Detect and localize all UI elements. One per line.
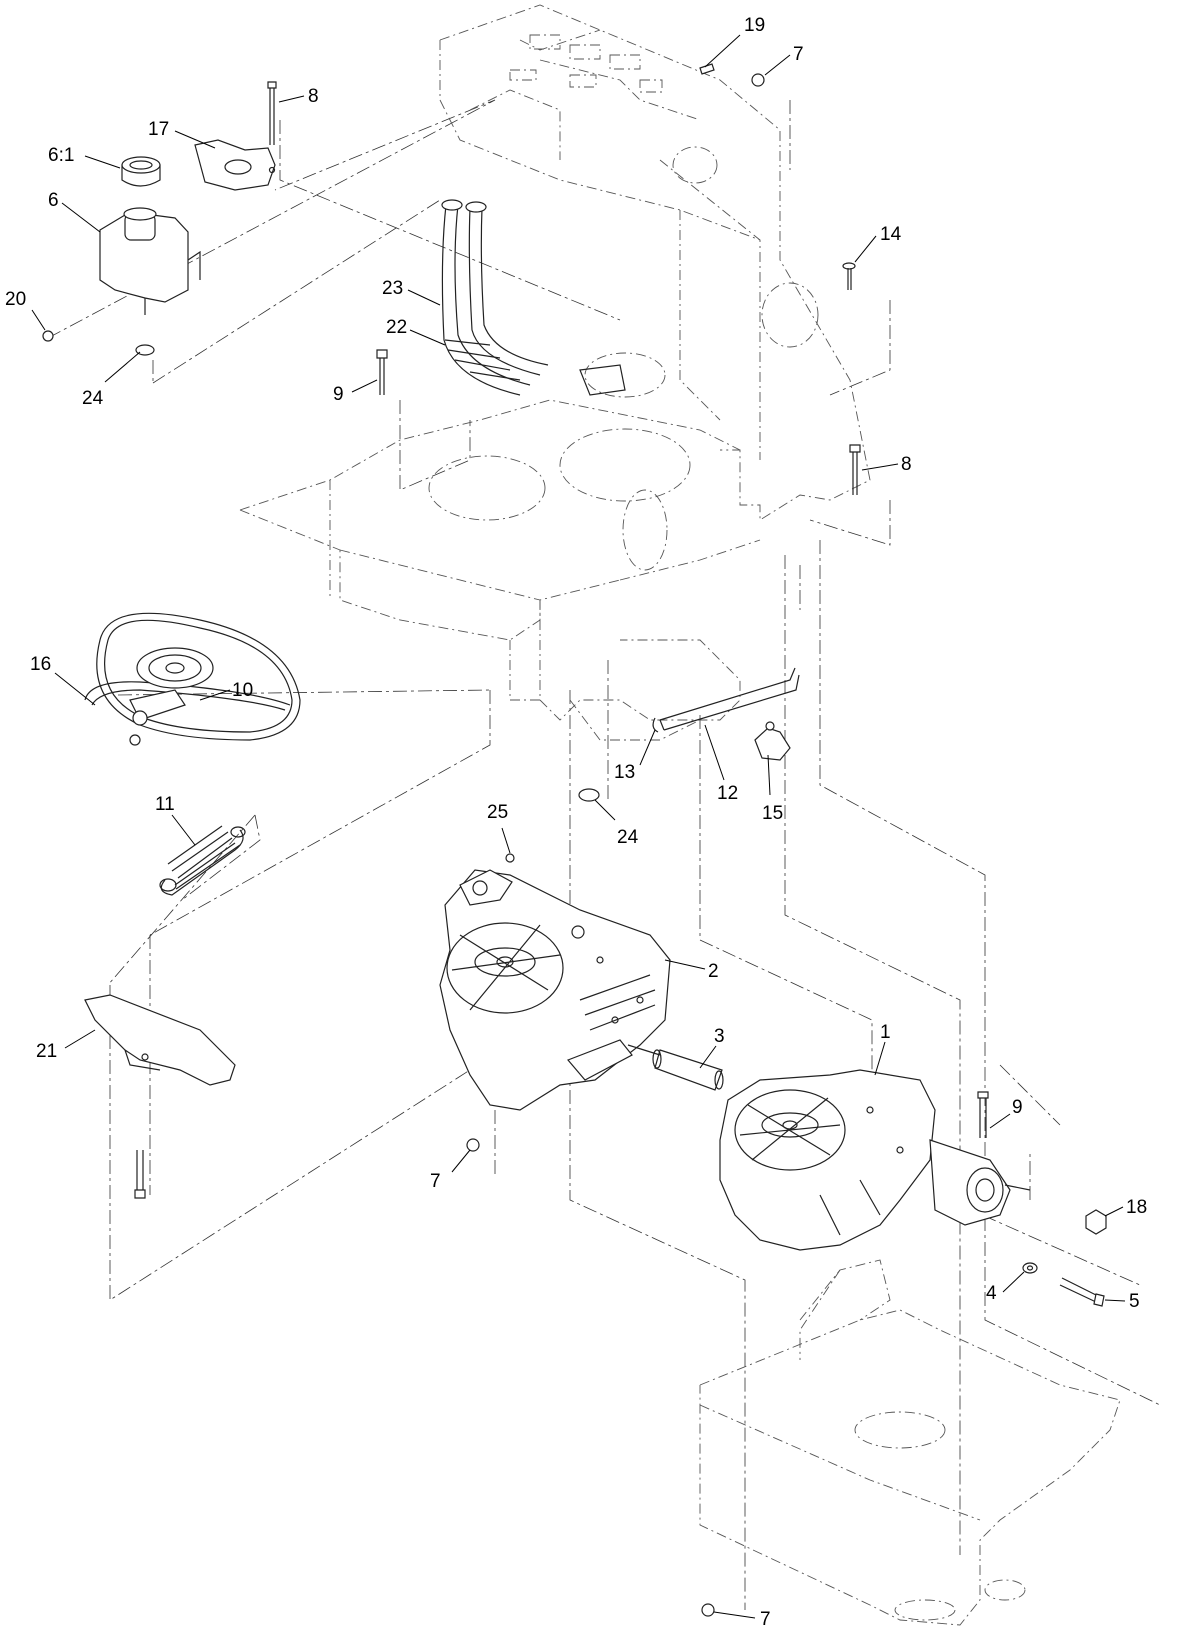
callout-11: 11	[155, 794, 175, 815]
transaxle-1	[719, 1069, 1031, 1251]
knob-15	[754, 721, 791, 761]
callout-18: 18	[1126, 1197, 1147, 1218]
nut-7-bottom	[701, 1603, 715, 1617]
nut-20	[42, 330, 54, 342]
bolt-9-upper	[376, 349, 388, 395]
callout-13: 13	[614, 762, 635, 783]
callout-19: 19	[744, 15, 765, 36]
callout-5: 5	[1129, 1291, 1140, 1312]
bypass-rod-12	[659, 667, 800, 731]
assembly-centerlines	[47, 99, 1161, 1610]
callout-6: 6	[48, 190, 59, 211]
callout-6-1: 6:1	[48, 145, 74, 166]
callout-23: 23	[382, 278, 403, 299]
callout-15: 15	[762, 803, 783, 824]
main-frame-phantom	[239, 4, 871, 741]
callout-14: 14	[880, 224, 902, 245]
idler-pulley-10	[129, 647, 214, 746]
hose-clamp-24-upper	[135, 344, 155, 356]
callout-2: 2	[708, 961, 719, 982]
nut-18	[1085, 1209, 1107, 1235]
callout-7-bottom: 7	[760, 1609, 771, 1630]
bolt-9-right	[977, 1091, 989, 1138]
clip-13	[652, 717, 659, 733]
bolt-5	[1059, 1277, 1105, 1307]
callout-22: 22	[386, 317, 407, 338]
callout-10: 10	[232, 680, 253, 701]
callout-7-top: 7	[793, 44, 804, 65]
callout-17: 17	[148, 119, 169, 140]
nut-7-top	[751, 73, 765, 87]
bolt-19	[699, 63, 715, 75]
transaxle-2	[439, 869, 671, 1111]
leader-lines	[31, 34, 1126, 1619]
hydraulic-reservoir	[99, 207, 201, 315]
nut-7-mid	[466, 1138, 480, 1152]
rivet-14	[842, 262, 856, 290]
callout-21: 21	[36, 1041, 57, 1062]
callout-8-top: 8	[308, 86, 319, 107]
plug-25	[505, 853, 515, 863]
reservoir-cap	[121, 156, 161, 187]
bolt-8-right	[849, 444, 861, 495]
callout-1: 1	[880, 1022, 891, 1043]
bolt-shield	[134, 1150, 146, 1199]
callout-20: 20	[5, 289, 26, 310]
callout-12: 12	[717, 783, 738, 804]
hose-clamp-24-lower	[578, 788, 600, 802]
callout-24-lower: 24	[617, 827, 639, 848]
callout-16: 16	[30, 654, 51, 675]
coupler-3	[627, 1044, 724, 1091]
callout-7-mid: 7	[430, 1171, 441, 1192]
callout-9-upper: 9	[333, 384, 344, 405]
callout-25: 25	[487, 802, 508, 823]
washer-4	[1022, 1262, 1038, 1274]
hydraulic-hoses	[441, 199, 626, 396]
callout-3: 3	[714, 1026, 725, 1047]
bolt-8-upper	[267, 81, 277, 145]
callout-8-right: 8	[901, 454, 912, 475]
bracket-17	[194, 139, 276, 191]
callout-9-right: 9	[1012, 1097, 1023, 1118]
shield-21	[84, 994, 236, 1086]
callout-24-top: 24	[82, 388, 104, 409]
deck-mount-phantom	[699, 1259, 1121, 1626]
callout-labels: 19 7 8 17 6:1 6 20 24 23 22 9 14 8 16 10…	[5, 15, 1147, 1630]
extension-spring-11	[159, 825, 246, 896]
callout-4: 4	[986, 1283, 997, 1304]
